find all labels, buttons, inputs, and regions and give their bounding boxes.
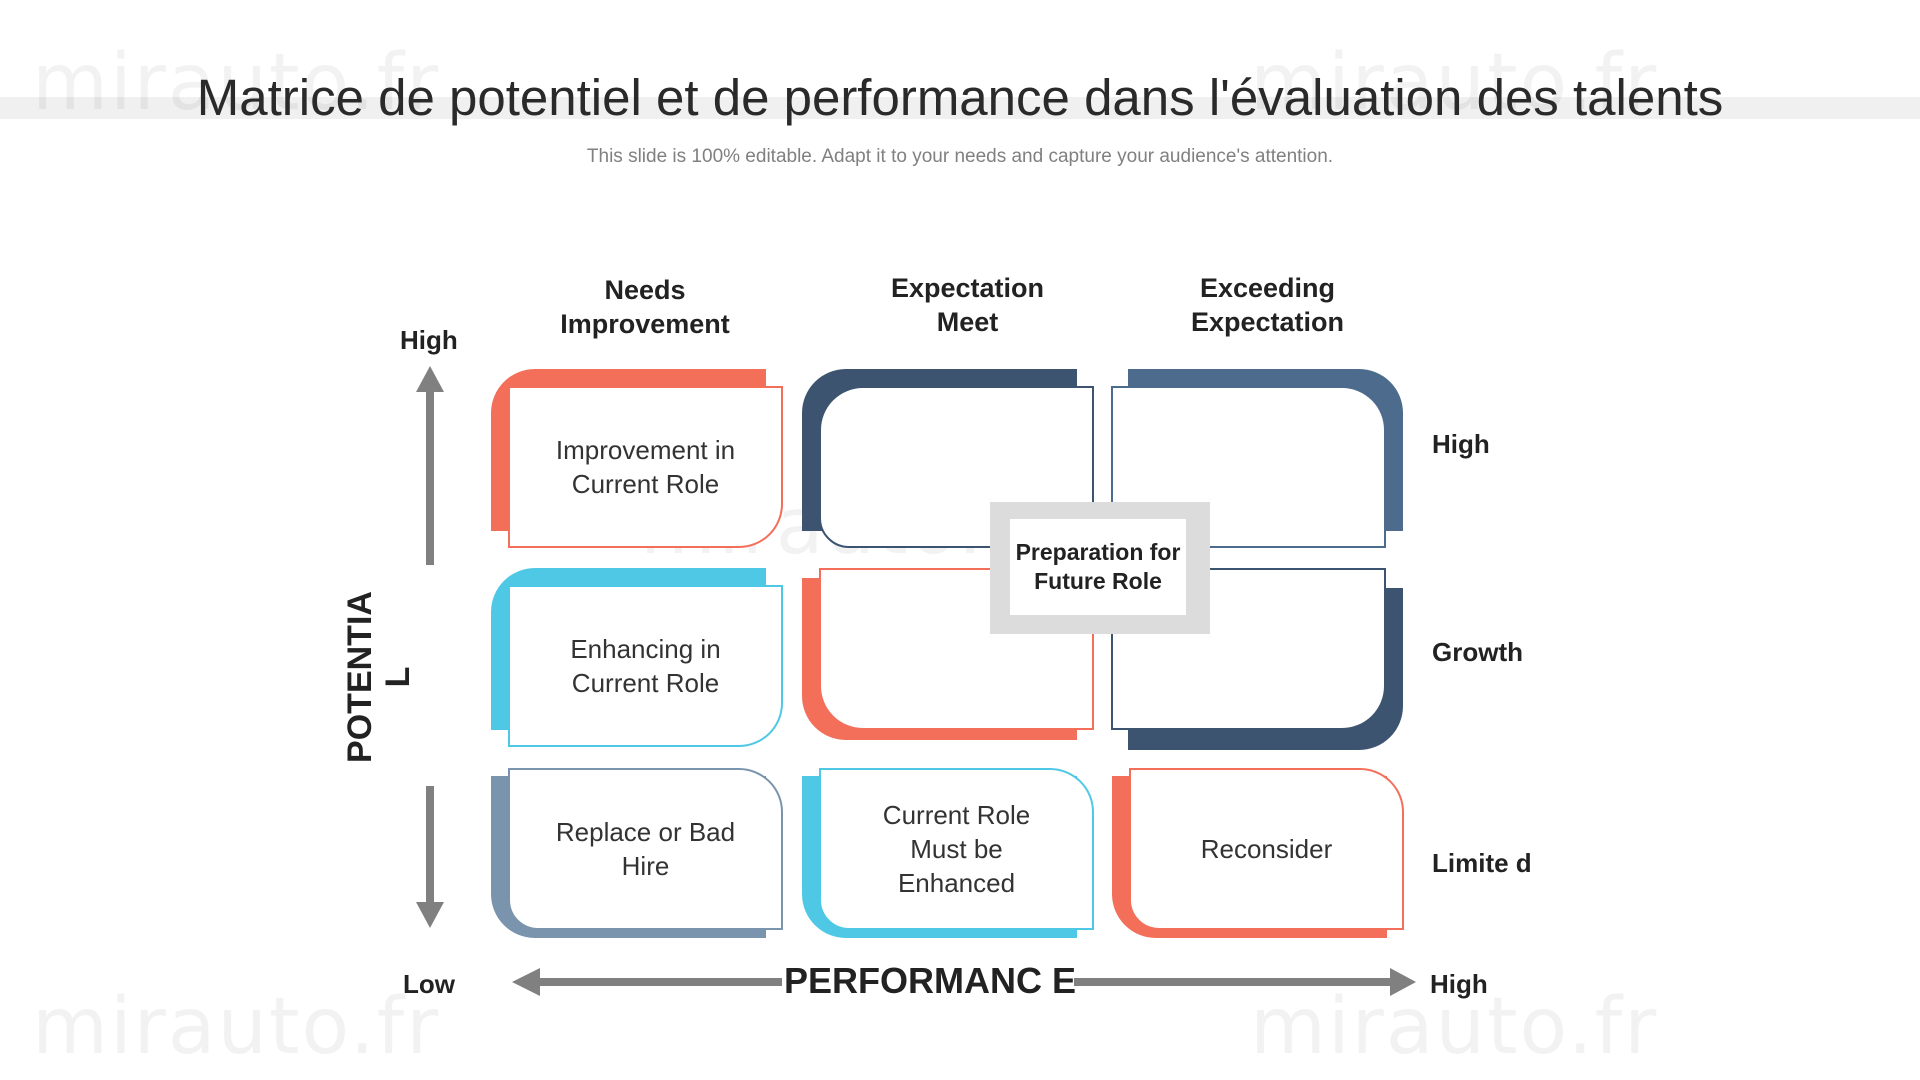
cell-improvement-in-current-role: Improvement in Current Role [491,369,783,548]
row-label-limited: Limite d [1432,848,1532,878]
performance-arrow-right [1390,968,1416,996]
page-title: Matrice de potentiel et de performance d… [196,69,1724,126]
cell-front: Reconsider [1129,768,1404,930]
cell-replace-or-bad-hire: Replace or Bad Hire [491,768,783,938]
cell-front: Current Role Must be Enhanced [819,768,1094,930]
performance-low-label: Low [403,969,455,999]
performance-arrow-left [512,968,540,996]
callout-preparation-for-future-role: Preparation for Future Role [1010,519,1186,615]
watermark-bottom-left: mirauto.fr [32,982,441,1072]
potential-arrow-down [416,902,444,928]
performance-axis-title: PERFORMANC E [783,960,1076,1001]
title-band [0,97,1920,119]
row-label-high: High [1432,429,1490,459]
cell-reconsider: Reconsider [1112,768,1404,938]
column-header-needs-improvement: Needs Improvement [560,275,730,339]
watermark-bottom-right: mirauto.fr [1250,982,1659,1072]
column-header-exceeding-expectation: Exceeding Expectation [1190,273,1345,337]
potential-arrow-up [416,366,444,392]
performance-high-label: High [1430,969,1488,999]
cell-enhancing-in-current-role: Enhancing in Current Role [491,568,783,747]
cell-current-role-must-be-enhanced: Current Role Must be Enhanced [802,768,1094,938]
page-subtitle: This slide is 100% editable. Adapt it to… [586,146,1334,167]
watermark-top-right: mirauto.fr [1250,38,1659,128]
cell-label: Enhancing in Current Role [570,634,721,698]
cell-label: Reconsider [1200,834,1333,864]
potential-high-label: High [400,325,458,355]
cell-label: Improvement in Current Role [555,435,736,499]
watermark-top-left: mirauto.fr [32,38,441,128]
cell-front [819,386,1094,548]
row-label-growth: Growth [1432,637,1523,667]
cell-front: Enhancing in Current Role [508,585,783,747]
cell-label: Current Role Must be Enhanced [882,800,1031,898]
cell-front: Replace or Bad Hire [508,768,783,930]
potential-axis-title: POTENTIA L [341,591,417,763]
cell-front: Improvement in Current Role [508,386,783,548]
column-header-expectation-meet: Expectation Meet [890,273,1045,337]
cell-label: Replace or Bad Hire [555,817,736,881]
